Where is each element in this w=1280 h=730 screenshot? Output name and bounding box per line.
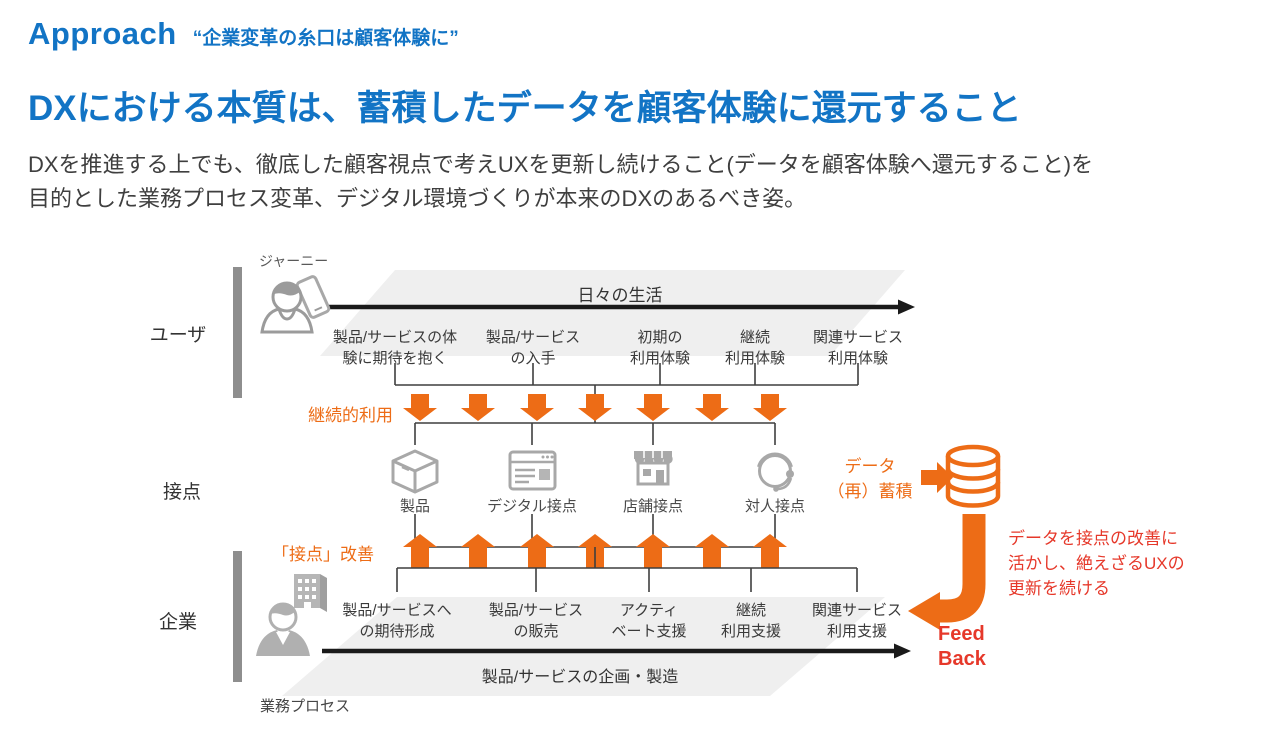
page-title: DXにおける本質は、蓄積したデータを顧客体験に還元すること bbox=[28, 89, 1022, 128]
headset-icon bbox=[757, 452, 794, 492]
touchpoint-top-bracket bbox=[414, 422, 776, 445]
process-label: 業務プロセス bbox=[260, 698, 351, 715]
daily-life-band bbox=[320, 270, 905, 356]
company-stage-5: 関連サービス利用支援 bbox=[811, 602, 902, 640]
user-stage-3: 初期の利用体験 bbox=[629, 329, 690, 367]
down-arrow bbox=[578, 394, 612, 421]
down-arrow bbox=[520, 394, 554, 421]
touchpoint-label-digital: デジタル接点 bbox=[487, 498, 577, 515]
feedback-label: Feed Back bbox=[938, 623, 986, 670]
touchpoint-bottom-bracket bbox=[414, 514, 776, 548]
approach-quote: “企業変革の糸口は顧客体験に” bbox=[192, 28, 459, 49]
lead-line-2: 目的とした業務プロセス変革、デジタル環境づくりが本来のDXのあるべき姿。 bbox=[28, 186, 807, 211]
planning-label: 製品/サービスの企画・製造 bbox=[481, 669, 679, 686]
lead-paragraph: DXを推進する上でも、徹底した顧客視点で考えUXを更新し続けること(データを顧客… bbox=[28, 148, 1093, 216]
up-arrow bbox=[461, 534, 495, 568]
continuous-use-arrows bbox=[403, 394, 787, 421]
company-section-bar bbox=[233, 551, 242, 682]
daily-life-label: 日々の生活 bbox=[577, 286, 663, 305]
touchpoint-label-store: 店舗接点 bbox=[622, 498, 683, 515]
lead-line-1: DXを推進する上でも、徹底した顧客視点で考えUXを更新し続けること(データを顧客… bbox=[28, 152, 1094, 177]
feedback-arrow bbox=[908, 514, 986, 630]
up-arrow bbox=[636, 534, 670, 568]
into-db-arrow bbox=[921, 462, 953, 493]
journey-user-icon bbox=[260, 275, 331, 334]
user-stage-4: 継続利用体験 bbox=[724, 329, 785, 367]
company-icon bbox=[256, 574, 327, 656]
up-arrow bbox=[520, 534, 554, 568]
user-stage-bracket bbox=[394, 363, 859, 386]
continuous-use-label: 継続的利用 bbox=[308, 406, 393, 425]
approach-label: Approach bbox=[28, 16, 177, 51]
store-icon bbox=[634, 451, 673, 486]
database-icon bbox=[945, 444, 1001, 508]
row-label-company: 企業 bbox=[158, 612, 197, 633]
up-arrow bbox=[753, 534, 787, 568]
up-arrow bbox=[403, 534, 437, 568]
user-section-bar bbox=[233, 267, 242, 398]
data-accumulation-line1: データ bbox=[844, 457, 896, 476]
down-arrow bbox=[753, 394, 787, 421]
company-stage-4: 継続利用支援 bbox=[720, 602, 781, 640]
user-stage-1: 製品/サービスの体験に期待を抱く bbox=[332, 329, 458, 367]
up-arrow bbox=[695, 534, 729, 568]
slide-header: Approach “企業変革の糸口は顧客体験に” bbox=[28, 16, 459, 52]
planning-band bbox=[282, 597, 885, 696]
improvement-label: 「接点」改善 bbox=[272, 545, 374, 564]
daily-life-arrow bbox=[324, 299, 915, 315]
company-stage-bracket bbox=[396, 567, 858, 592]
touchpoint-label-personal: 対人接点 bbox=[744, 498, 805, 515]
user-stage-5: 関連サービス利用体験 bbox=[812, 329, 903, 367]
data-accumulation-line2: （再）蓄積 bbox=[827, 482, 913, 501]
browser-icon bbox=[508, 450, 557, 491]
row-label-touchpoint: 接点 bbox=[162, 482, 201, 503]
down-arrow bbox=[695, 394, 729, 421]
company-stage-3: アクティベート支援 bbox=[611, 602, 687, 640]
journey-label: ジャーニー bbox=[259, 253, 329, 269]
process-arrow bbox=[322, 643, 911, 659]
feedback-annotation: データを接点の改善に 活かし、絶えざるUXの 更新を続ける bbox=[1008, 529, 1185, 598]
touchpoint-label-product: 製品 bbox=[399, 498, 430, 515]
smartphone-icon bbox=[295, 275, 331, 319]
package-icon bbox=[391, 449, 439, 494]
row-label-user: ユーザ bbox=[149, 325, 207, 346]
down-arrow bbox=[403, 394, 437, 421]
down-arrow bbox=[636, 394, 670, 421]
down-arrow bbox=[461, 394, 495, 421]
user-stage-2: 製品/サービスの入手 bbox=[485, 329, 581, 367]
improvement-arrows bbox=[403, 534, 787, 568]
company-stage-2: 製品/サービスの販売 bbox=[488, 602, 584, 640]
company-stage-1: 製品/サービスへの期待形成 bbox=[342, 602, 452, 640]
